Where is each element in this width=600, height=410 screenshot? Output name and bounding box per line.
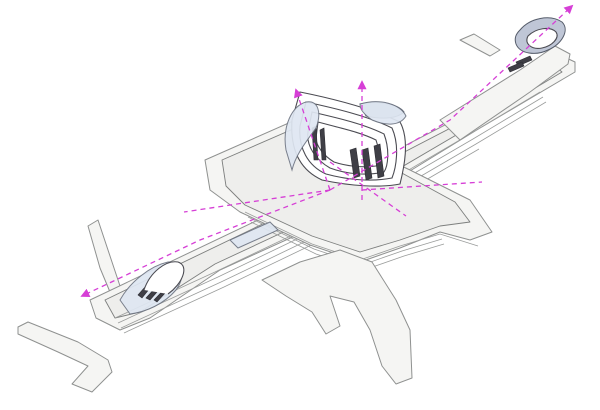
left-leg: [17, 321, 113, 393]
right-leg: [261, 249, 413, 385]
plaza-strata-1: [244, 211, 479, 261]
tower-fin-2: [319, 127, 327, 161]
left-glass-loop: [119, 261, 185, 315]
dashed-flow-arrow-west: [183, 189, 331, 213]
dashed-flow-arrow-diagonal: [329, 161, 407, 217]
dashed-flow-arrow-main-axis: [80, 189, 331, 297]
glass-spine-segment: [229, 221, 279, 249]
central-plaza: [204, 117, 493, 271]
glass-spine: [229, 221, 279, 249]
dashed-flow-arrow-east: [361, 181, 483, 191]
dashed-flow-arrow-northeast: [329, 4, 574, 191]
upper-right-tab: [459, 33, 501, 57]
left-upper-arm: [87, 219, 121, 293]
lower-right-wing: [261, 249, 413, 385]
tower-fin-3: [349, 147, 361, 179]
upper-right-base: [439, 45, 571, 141]
left-loop-outline: [143, 261, 185, 295]
upper-right-arm: [439, 33, 571, 141]
tower-glass-canopy: [284, 101, 320, 172]
flow-arrows: [80, 4, 574, 297]
right-fin-2: [507, 61, 525, 73]
tower-glass-roof: [359, 101, 407, 125]
